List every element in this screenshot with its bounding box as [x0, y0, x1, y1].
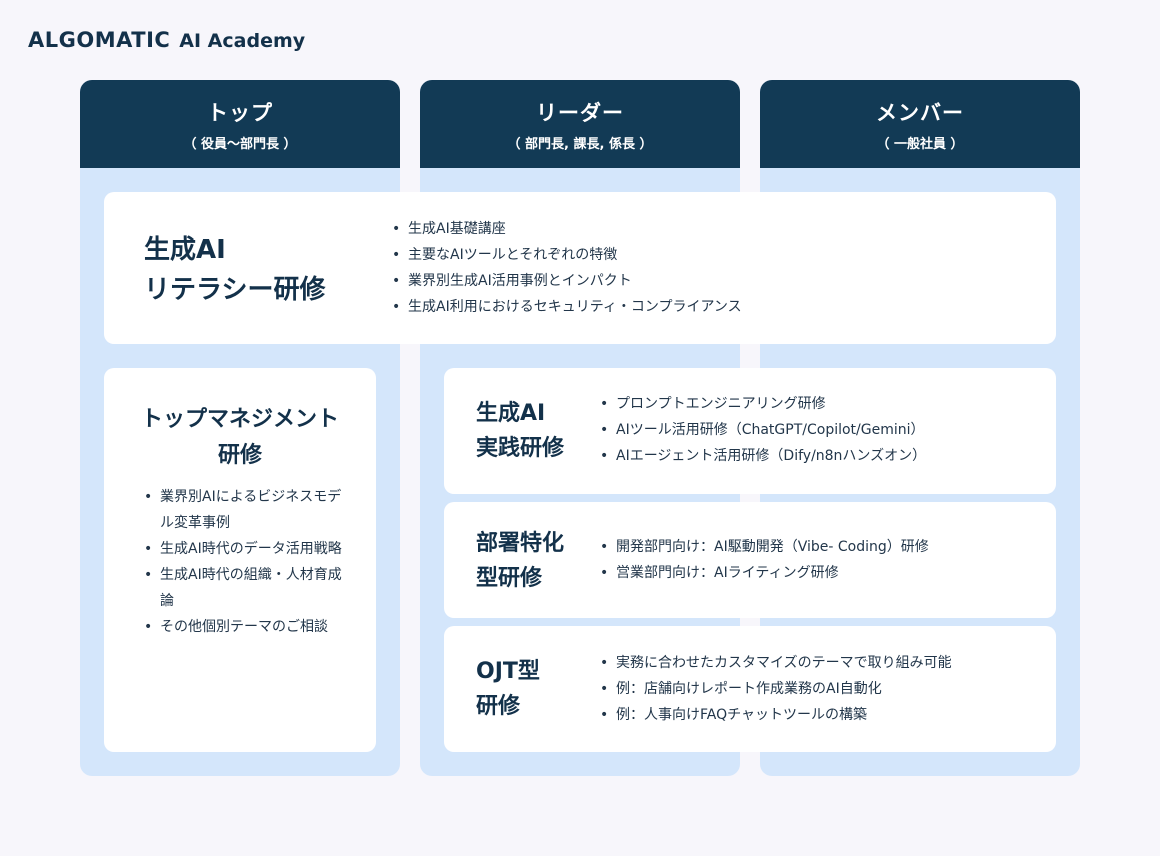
card-item-list: 開発部門向け：AI駆動開発（Vibe- Coding）研修 営業部門向け：AIラ…: [600, 534, 929, 586]
card-title-line: 部署特化: [476, 531, 565, 556]
card-top-management: トップマネジメント 研修 業界別AIによるビジネスモデル変革事例 生成AI時代の…: [104, 368, 376, 752]
card-title-line: OJT型: [476, 659, 540, 684]
card-item-list: プロンプトエンジニアリング研修 AIツール活用研修（ChatGPT/Copilo…: [600, 391, 926, 469]
card-literacy: 生成AI リテラシー研修 生成AI基礎講座 主要なAIツールとそれぞれの特徴 業…: [104, 192, 1056, 344]
card-title: 生成AI リテラシー研修: [144, 230, 325, 310]
logo-brand: ALGOMATIC: [28, 28, 171, 52]
card-practice: 生成AI 実践研修 プロンプトエンジニアリング研修 AIツール活用研修（Chat…: [444, 368, 1056, 494]
logo-subtitle: AI Academy: [179, 30, 306, 52]
list-item: 主要なAIツールとそれぞれの特徴: [392, 242, 742, 268]
list-item: 生成AI時代の組織・人材育成論: [144, 562, 354, 614]
list-item: 生成AI利用におけるセキュリティ・コンプライアンス: [392, 294, 742, 320]
card-title-line: トップマネジメント: [140, 407, 339, 432]
card-title-line: 生成AI: [144, 235, 226, 265]
list-item: 開発部門向け：AI駆動開発（Vibe- Coding）研修: [600, 534, 929, 560]
card-title: トップマネジメント 研修: [104, 402, 376, 474]
column-title: トップ: [207, 100, 273, 125]
list-item: プロンプトエンジニアリング研修: [600, 391, 926, 417]
list-item: その他個別テーマのご相談: [144, 614, 354, 640]
card-item-list: 業界別AIによるビジネスモデル変革事例 生成AI時代のデータ活用戦略 生成AI時…: [144, 484, 354, 640]
card-title: OJT型 研修: [476, 654, 540, 724]
list-item: 実務に合わせたカスタマイズのテーマで取り組み可能: [600, 650, 952, 676]
column-subtitle: （ 一般社員 ）: [876, 136, 964, 152]
column-header-member: メンバー （ 一般社員 ）: [760, 80, 1080, 168]
column-subtitle: （ 役員～部門長 ）: [183, 136, 297, 152]
card-title: 生成AI 実践研修: [476, 396, 564, 466]
column-subtitle: （ 部門長, 課長, 係長 ）: [507, 136, 653, 152]
list-item: 生成AI時代のデータ活用戦略: [144, 536, 354, 562]
card-item-list: 実務に合わせたカスタマイズのテーマで取り組み可能 例：店舗向けレポート作成業務の…: [600, 650, 952, 728]
card-ojt: OJT型 研修 実務に合わせたカスタマイズのテーマで取り組み可能 例：店舗向けレ…: [444, 626, 1056, 752]
column-header-top: トップ （ 役員～部門長 ）: [80, 80, 400, 168]
card-title: 部署特化 型研修: [476, 526, 564, 596]
card-title-line: 研修: [476, 694, 521, 719]
column-title: リーダー: [536, 100, 624, 125]
list-item: 営業部門向け：AIライティング研修: [600, 560, 929, 586]
list-item: 例：人事向けFAQチャットツールの構築: [600, 702, 952, 728]
card-title-line: 型研修: [476, 566, 543, 591]
card-title-line: 研修: [217, 443, 262, 468]
column-title: メンバー: [876, 100, 964, 125]
list-item: 業界別AIによるビジネスモデル変革事例: [144, 484, 354, 536]
card-department: 部署特化 型研修 開発部門向け：AI駆動開発（Vibe- Coding）研修 営…: [444, 502, 1056, 618]
logo: ALGOMATIC AI Academy: [28, 28, 305, 52]
list-item: 例：店舗向けレポート作成業務のAI自動化: [600, 676, 952, 702]
card-title-line: 生成AI: [476, 401, 546, 426]
card-title-line: 実践研修: [476, 436, 565, 461]
column-header-leader: リーダー （ 部門長, 課長, 係長 ）: [420, 80, 740, 168]
list-item: 業界別生成AI活用事例とインパクト: [392, 268, 742, 294]
list-item: AIエージェント活用研修（Dify/n8nハンズオン）: [600, 443, 926, 469]
card-item-list: 生成AI基礎講座 主要なAIツールとそれぞれの特徴 業界別生成AI活用事例とイン…: [392, 216, 742, 320]
card-title-line: リテラシー研修: [144, 275, 326, 305]
list-item: 生成AI基礎講座: [392, 216, 742, 242]
list-item: AIツール活用研修（ChatGPT/Copilot/Gemini）: [600, 417, 926, 443]
